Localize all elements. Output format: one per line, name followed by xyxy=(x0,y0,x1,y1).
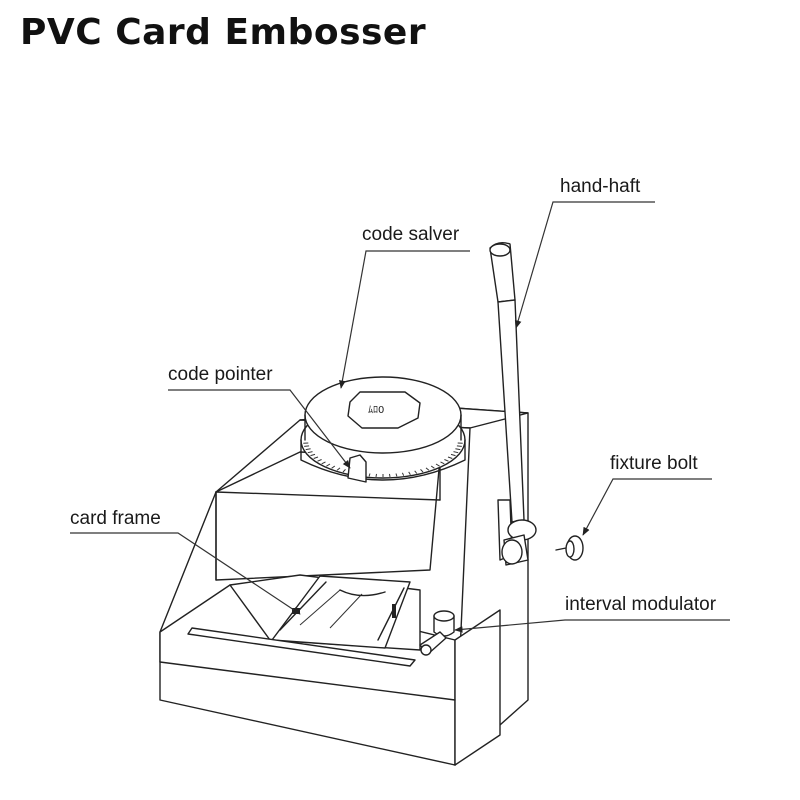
dial-tick xyxy=(456,445,462,447)
label-hand-haft-text: hand-haft xyxy=(560,176,641,197)
dial-tick xyxy=(368,473,371,477)
dial-tick xyxy=(455,448,461,451)
dial-tick xyxy=(317,459,322,462)
dial-tick xyxy=(414,470,418,474)
dial-tick xyxy=(435,463,440,467)
dial-tick xyxy=(447,456,453,459)
label-code-salver: code salver xyxy=(339,224,470,389)
svg-text:ﾑﾛ0: ﾑﾛ0 xyxy=(368,405,384,416)
dial-tick xyxy=(304,445,310,447)
dial-tick xyxy=(444,459,449,462)
label-code-salver-text: code salver xyxy=(362,224,460,245)
label-code-pointer-text: code pointer xyxy=(168,364,273,385)
machine-body xyxy=(159,407,529,766)
dial-tick xyxy=(313,456,319,459)
dial-tick xyxy=(420,469,424,473)
dial-tick xyxy=(375,473,377,477)
label-card-frame-text: card frame xyxy=(70,508,161,529)
dial-tick xyxy=(425,467,430,471)
label-fixture-bolt: fixture bolt xyxy=(582,453,712,536)
dial-tick xyxy=(336,467,341,471)
dial-tick xyxy=(450,453,456,457)
code-salver-dial: ﾑﾛ0 xyxy=(300,376,466,483)
interval-modulator xyxy=(419,610,455,656)
dial-tick xyxy=(430,465,435,469)
diagram-title: PVC Card Embosser xyxy=(20,12,427,53)
dial-tick xyxy=(331,465,336,469)
dial-tick xyxy=(401,472,405,476)
label-card-frame: card frame xyxy=(70,508,301,615)
dial-tick xyxy=(440,461,445,465)
fixture-bolt xyxy=(555,535,584,561)
dial-tick xyxy=(326,463,331,467)
label-hand-haft: hand-haft xyxy=(514,176,655,329)
dial-tick xyxy=(408,471,411,476)
hand-haft-lever xyxy=(489,241,537,566)
dial-tick xyxy=(342,469,346,473)
dial-tick xyxy=(395,473,398,477)
dial-tick xyxy=(307,451,313,454)
label-fixture-bolt-text: fixture bolt xyxy=(610,453,698,474)
dial-tick xyxy=(389,473,391,477)
dial-tick xyxy=(321,461,326,465)
dial-tick xyxy=(453,451,459,454)
label-interval-modulator-text: interval modulator xyxy=(565,594,717,615)
dial-tick xyxy=(305,448,311,451)
label-code-pointer: code pointer xyxy=(168,364,351,469)
dial-tick xyxy=(310,453,316,457)
label-interval-modulator: interval modulator xyxy=(454,594,730,633)
